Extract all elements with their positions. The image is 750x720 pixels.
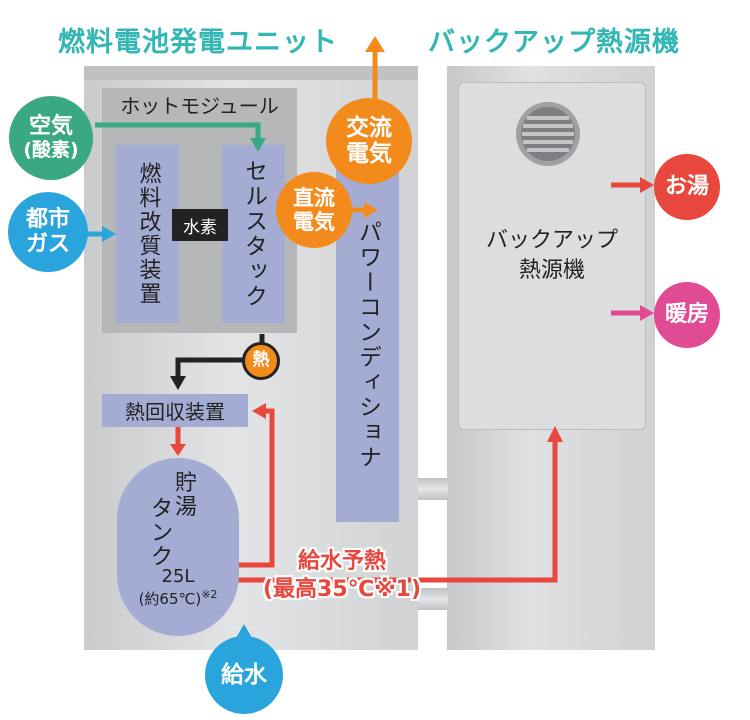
hot-water-tank: 貯 湯 タ ン ク 25L (約65℃)※2 xyxy=(117,458,239,636)
water-supply-circle: 給水 xyxy=(205,636,283,714)
ac-power-circle: 交流 電気 xyxy=(326,98,412,184)
connecting-pipe-upper xyxy=(418,478,448,500)
tank-name-char-2: 湯 xyxy=(175,495,198,521)
preheat-line-2: (最高35℃※1) xyxy=(262,576,422,602)
heat-recovery-box: 熱回収装置 xyxy=(102,394,248,427)
heat-label: 熱 xyxy=(252,350,270,371)
tank-name-col-1: 貯 湯 xyxy=(175,471,198,521)
tank-note: ※2 xyxy=(201,588,218,601)
city-gas-label-1: 都市 xyxy=(25,206,70,232)
power-conditioner-label: パワーコンディショナ xyxy=(354,220,381,470)
water-label: 給水 xyxy=(221,661,267,688)
backup-unit-title: バックアップ熱源機 xyxy=(428,27,680,58)
backup-label-1: バックアップ xyxy=(485,228,618,253)
tank-temp-value: (約65℃) xyxy=(138,590,202,608)
cell-stack-box: セルスタック xyxy=(222,145,285,323)
backup-label-2: 熱源機 xyxy=(518,257,585,283)
tank-name-char-5: ク xyxy=(151,545,174,571)
tank-capacity: 25L xyxy=(161,566,195,587)
hydrogen-label-box: 水素 xyxy=(172,209,228,241)
air-input-arrow xyxy=(95,122,261,140)
air-input-circle: 空気 (酸素) xyxy=(9,96,93,180)
cell-stack-label: セルスタック xyxy=(240,159,267,309)
dc-label-2: 電気 xyxy=(293,210,335,234)
tank-name-col-2: タ ン ク xyxy=(151,497,174,571)
tank-temp: (約65℃)※2 xyxy=(123,588,233,609)
dc-power-circle: 直流 電気 xyxy=(276,172,352,248)
heating-circle: 暖房 xyxy=(654,282,720,348)
heat-circle: 熱 xyxy=(242,342,280,380)
city-gas-label-2: ガス xyxy=(25,232,70,257)
heating-label: 暖房 xyxy=(664,302,709,328)
air-label: 空気 xyxy=(28,114,73,140)
tank-name-char-1: 貯 xyxy=(175,471,198,496)
air-sub-label: (酸素) xyxy=(23,138,79,161)
dc-label-1: 直流 xyxy=(293,185,335,210)
hot-water-label: お湯 xyxy=(664,174,709,200)
hydrogen-label: 水素 xyxy=(183,217,217,238)
fuel-cell-unit-top xyxy=(84,66,418,80)
connecting-pipe-lower xyxy=(418,588,448,610)
tank-name-char-4: ン xyxy=(151,521,174,547)
ac-label-1: 交流 xyxy=(346,114,392,141)
hot-water-circle: お湯 xyxy=(654,154,720,220)
water-preheat-label: 給水予熱 (最高35℃※1) xyxy=(262,548,422,603)
fuel-reformer-label: 燃料改質装置 xyxy=(135,162,161,306)
heat-recovery-label: 熱回収装置 xyxy=(125,400,225,424)
preheat-line-1: 給水予熱 xyxy=(297,549,386,574)
backup-label: バックアップ 熱源機 xyxy=(458,226,646,285)
vent-icon xyxy=(516,102,580,166)
ac-label-2: 電気 xyxy=(346,141,392,167)
tank-return-line xyxy=(238,408,275,568)
hot-module-label: ホットモジュール xyxy=(120,94,279,118)
city-gas-circle: 都市 ガス xyxy=(8,192,88,272)
fuel-cell-unit-title: 燃料電池発電ユニット xyxy=(58,27,338,58)
preheat-line xyxy=(238,440,558,583)
tank-name-char-3: タ xyxy=(151,497,174,522)
fuel-reformer-box: 燃料改質装置 xyxy=(116,145,179,323)
